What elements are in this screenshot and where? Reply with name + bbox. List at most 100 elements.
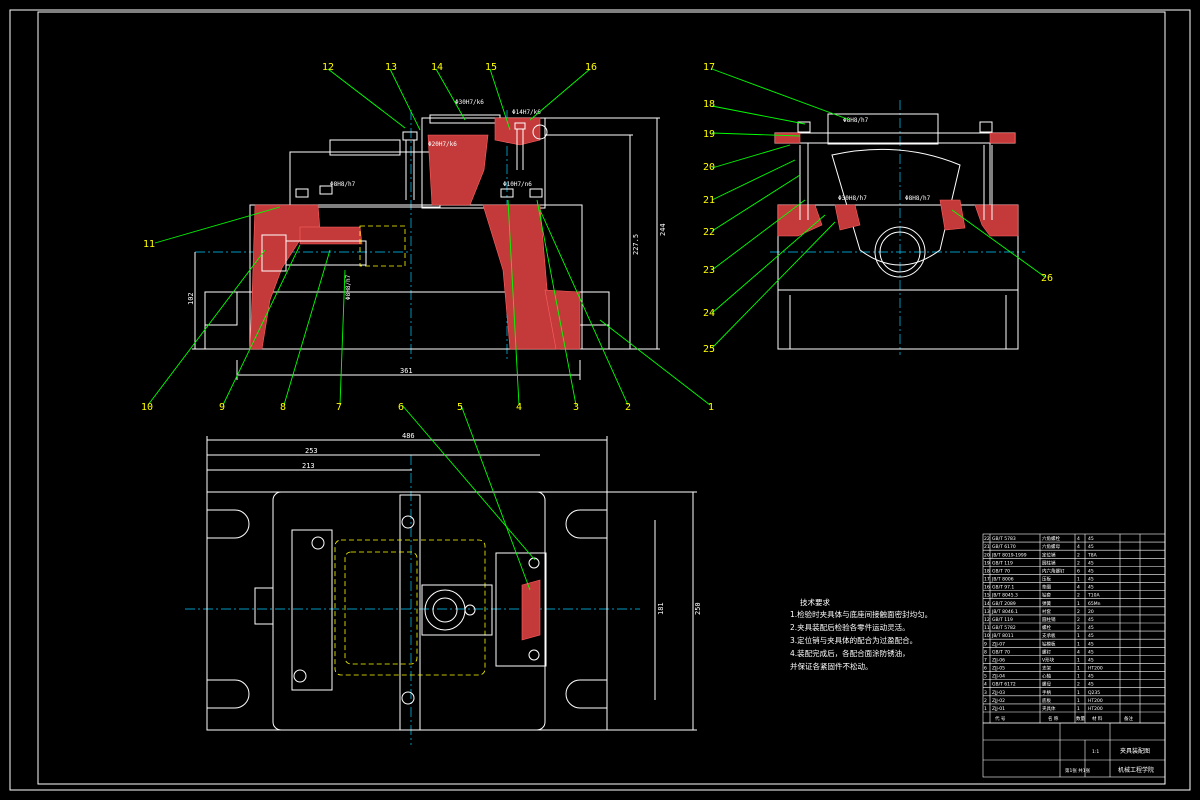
tolerance-8: Φ30H8/h7 <box>838 195 867 202</box>
bom-header-code: 代 号 <box>995 715 1006 722</box>
balloon-13: 13 <box>385 62 397 73</box>
front-view: 361 244 227.5 102 Φ30H7/k6 Φ20H7/k6 Φ14H… <box>187 99 667 380</box>
bom-cell-code: GB/T 6172 <box>992 682 1016 688</box>
bom-cell-mat: HT200 <box>1088 666 1103 672</box>
bom-cell-code: GB/T 70 <box>992 568 1010 574</box>
bom-header-name: 名 称 <box>1048 715 1059 722</box>
school-name: 机械工程学院 <box>1118 766 1154 774</box>
bom-cell-n: 6 <box>984 666 987 672</box>
balloon-16: 16 <box>585 62 597 73</box>
bom-cell-mat: 45 <box>1088 560 1094 566</box>
bom-cell-mat: 45 <box>1088 682 1094 688</box>
bom-cell-code: ZJJ-01 <box>992 706 1005 712</box>
balloon-23: 23 <box>703 265 715 276</box>
balloon-21: 21 <box>703 195 715 206</box>
bom-cell-code: GB/T 2089 <box>992 601 1016 607</box>
bom-cell-qty: 1 <box>1077 641 1080 647</box>
balloon-7: 7 <box>336 402 342 413</box>
bom-cell-name: V形块 <box>1042 656 1055 663</box>
bom-cell-n: 12 <box>984 617 990 623</box>
balloon-20: 20 <box>703 162 715 173</box>
notes-line-4: 4.装配完成后，各配合面涂防锈油， <box>790 648 910 658</box>
bom-cell-code: ZJJ-03 <box>992 690 1005 696</box>
balloon-24: 24 <box>703 308 715 319</box>
balloon-14: 14 <box>431 62 443 73</box>
bom-header-note: 备注 <box>1124 715 1133 722</box>
balloon-26: 26 <box>1041 273 1053 284</box>
bom-cell-name: 衬套 <box>1042 608 1051 615</box>
dim-width-top-c: 213 <box>302 462 315 470</box>
side-view: Φ8H8/h7 Φ30H8/h7 Φ8H8/h7 <box>770 100 1025 355</box>
bom-cell-qty: 2 <box>1077 552 1080 558</box>
balloon-4: 4 <box>516 402 522 413</box>
dim-height-left: 102 <box>187 292 195 305</box>
bom-cell-qty: 1 <box>1077 577 1080 583</box>
bom-cell-mat: 65Mn <box>1088 601 1101 607</box>
dim-height-overall: 244 <box>659 223 667 236</box>
bom-cell-code: ZJJ-04 <box>992 674 1005 680</box>
bom-header-qty: 数量 <box>1076 715 1085 722</box>
bom-cell-qty: 2 <box>1077 682 1080 688</box>
dim-height-mid: 227.5 <box>632 234 640 255</box>
tolerance-6: Φ8H8/h7 <box>345 274 352 300</box>
bom-cell-code: GB/T 119 <box>992 560 1013 566</box>
tolerance-4: Φ8H8/h7 <box>330 181 356 188</box>
dim-width-front: 361 <box>400 367 413 375</box>
bom-cell-n: 16 <box>984 585 990 591</box>
bom-cell-mat: 45 <box>1088 577 1094 583</box>
bom-cell-qty: 6 <box>1077 568 1080 574</box>
notes-title: 技术要求 <box>800 597 830 607</box>
bom-cell-code: JB/T 8045.3 <box>991 593 1018 599</box>
bom-cell-name: 螺母 <box>1042 681 1051 688</box>
bom-cell-code: GB/T 6170 <box>992 544 1016 550</box>
drawing-scale: 1:1 <box>1092 749 1099 755</box>
bom-cell-n: 14 <box>984 601 990 607</box>
bom-cell-code: ZJJ-05 <box>992 666 1005 672</box>
balloon-11: 11 <box>143 239 155 250</box>
bom-cell-code: ZJJ-07 <box>992 641 1005 647</box>
bom-cell-name: 压板 <box>1042 576 1051 583</box>
bom-cell-n: 5 <box>984 674 987 680</box>
bom-cell-n: 22 <box>984 536 990 542</box>
bom-cell-code: JB/T 8046.1 <box>991 609 1018 615</box>
bom-cell-qty: 4 <box>1077 536 1080 542</box>
bom-cell-qty: 4 <box>1077 649 1080 655</box>
bom-cell-n: 21 <box>984 544 990 550</box>
bom-cell-n: 3 <box>984 690 987 696</box>
bom-cell-code: JB/T 8011 <box>991 633 1014 639</box>
bom-cell-mat: T8A <box>1087 552 1098 558</box>
balloon-18: 18 <box>703 99 715 110</box>
notes-line-1: 1.检验时夹具体与底座间接触面密封均匀。 <box>790 609 932 619</box>
bom-cell-mat: 45 <box>1088 544 1094 550</box>
bom-cell-qty: 1 <box>1077 690 1080 696</box>
bom-cell-qty: 2 <box>1077 560 1080 566</box>
bom-cell-name: 夹具体 <box>1042 705 1056 712</box>
bom-cell-name: 螺栓 <box>1042 624 1051 631</box>
notes-line-2: 2.夹具装配后检验各零件运动灵活。 <box>790 622 910 632</box>
balloon-22: 22 <box>703 227 715 238</box>
bom-cell-n: 4 <box>984 682 987 688</box>
bom-cell-mat: 45 <box>1088 674 1094 680</box>
bom-cell-qty: 1 <box>1077 674 1080 680</box>
technical-notes: 技术要求 1.检验时夹具体与底座间接触面密封均匀。 2.夹具装配后检验各零件运动… <box>790 597 932 671</box>
bom-cell-mat: 45 <box>1088 568 1094 574</box>
bom-cell-mat: 45 <box>1088 657 1094 663</box>
bom-cell-mat: Q235 <box>1088 690 1100 696</box>
bom-cell-n: 11 <box>984 625 990 631</box>
bom-cell-qty: 4 <box>1077 585 1080 591</box>
bom-cell-n: 10 <box>984 633 990 639</box>
bom-cell-n: 15 <box>984 593 990 599</box>
bom-cell-n: 2 <box>984 698 987 704</box>
bom-cell-code: GB/T 97.1 <box>992 585 1014 591</box>
tolerance-7: Φ8H8/h7 <box>843 117 869 124</box>
balloon-15: 15 <box>485 62 497 73</box>
bom-cell-mat: 45 <box>1088 641 1094 647</box>
bom-cell-mat: HT200 <box>1088 698 1103 704</box>
bom-cell-name: 支承板 <box>1042 632 1056 639</box>
bom-cell-qty: 2 <box>1077 625 1080 631</box>
bom-cell-name: 支架 <box>1042 665 1051 672</box>
inner-border <box>37 11 1166 785</box>
bom-cell-qty: 2 <box>1077 593 1080 599</box>
bom-header-material: 材 料 <box>1092 715 1103 722</box>
